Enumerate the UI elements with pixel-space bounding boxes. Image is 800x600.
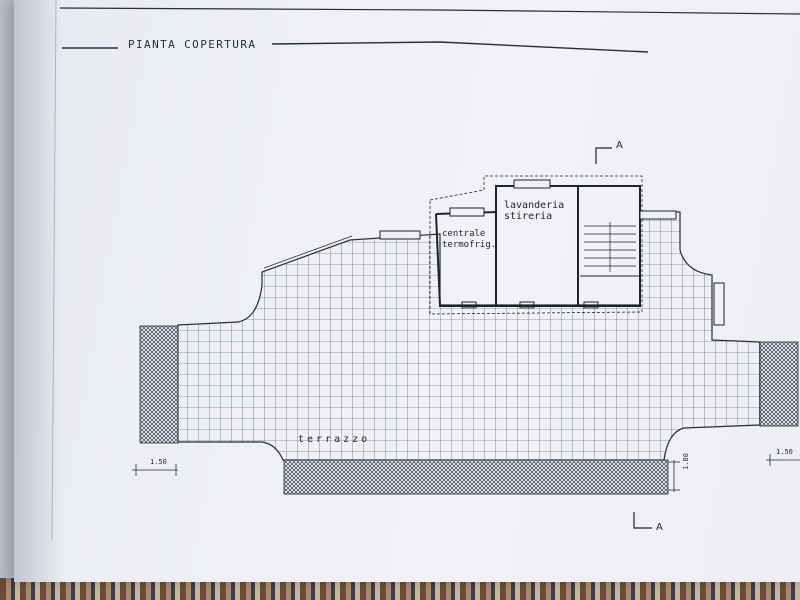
room-label-laundry: lavanderia stireria <box>504 200 564 222</box>
room-label-laundry-line1: lavanderia <box>504 200 565 211</box>
carpet-background <box>0 578 800 600</box>
title-rule-right <box>271 41 649 53</box>
room-label-plant-line1: centrale <box>442 229 486 239</box>
section-marker-top-label: A <box>616 140 623 151</box>
parapet-line <box>263 235 353 269</box>
planter-right <box>759 341 799 427</box>
room-label-plant: centrale termofrig. <box>442 229 496 251</box>
drawing-title: PIANTA COPERTURA <box>128 38 257 51</box>
sheet-edge-line <box>51 0 57 541</box>
section-marker-bottom-label: A <box>656 522 663 533</box>
section-marker-bottom-line <box>633 512 652 529</box>
planter-bottom <box>283 459 669 495</box>
dimension-left: 1.50 <box>150 458 167 466</box>
sheet-border-top <box>59 7 800 15</box>
planter-left <box>139 325 179 444</box>
room-label-laundry-line2: stireria <box>504 211 553 222</box>
dimension-right: 1.50 <box>776 448 793 456</box>
terrace-label: terrazzo <box>298 434 371 445</box>
dimension-bottom: 1.80 <box>682 453 690 470</box>
room-label-plant-line2: termofrig. <box>442 240 497 250</box>
section-marker-top-line <box>595 147 612 164</box>
dimension-lines <box>132 454 800 492</box>
terrace-outline <box>177 211 761 461</box>
building-walls <box>379 175 725 326</box>
